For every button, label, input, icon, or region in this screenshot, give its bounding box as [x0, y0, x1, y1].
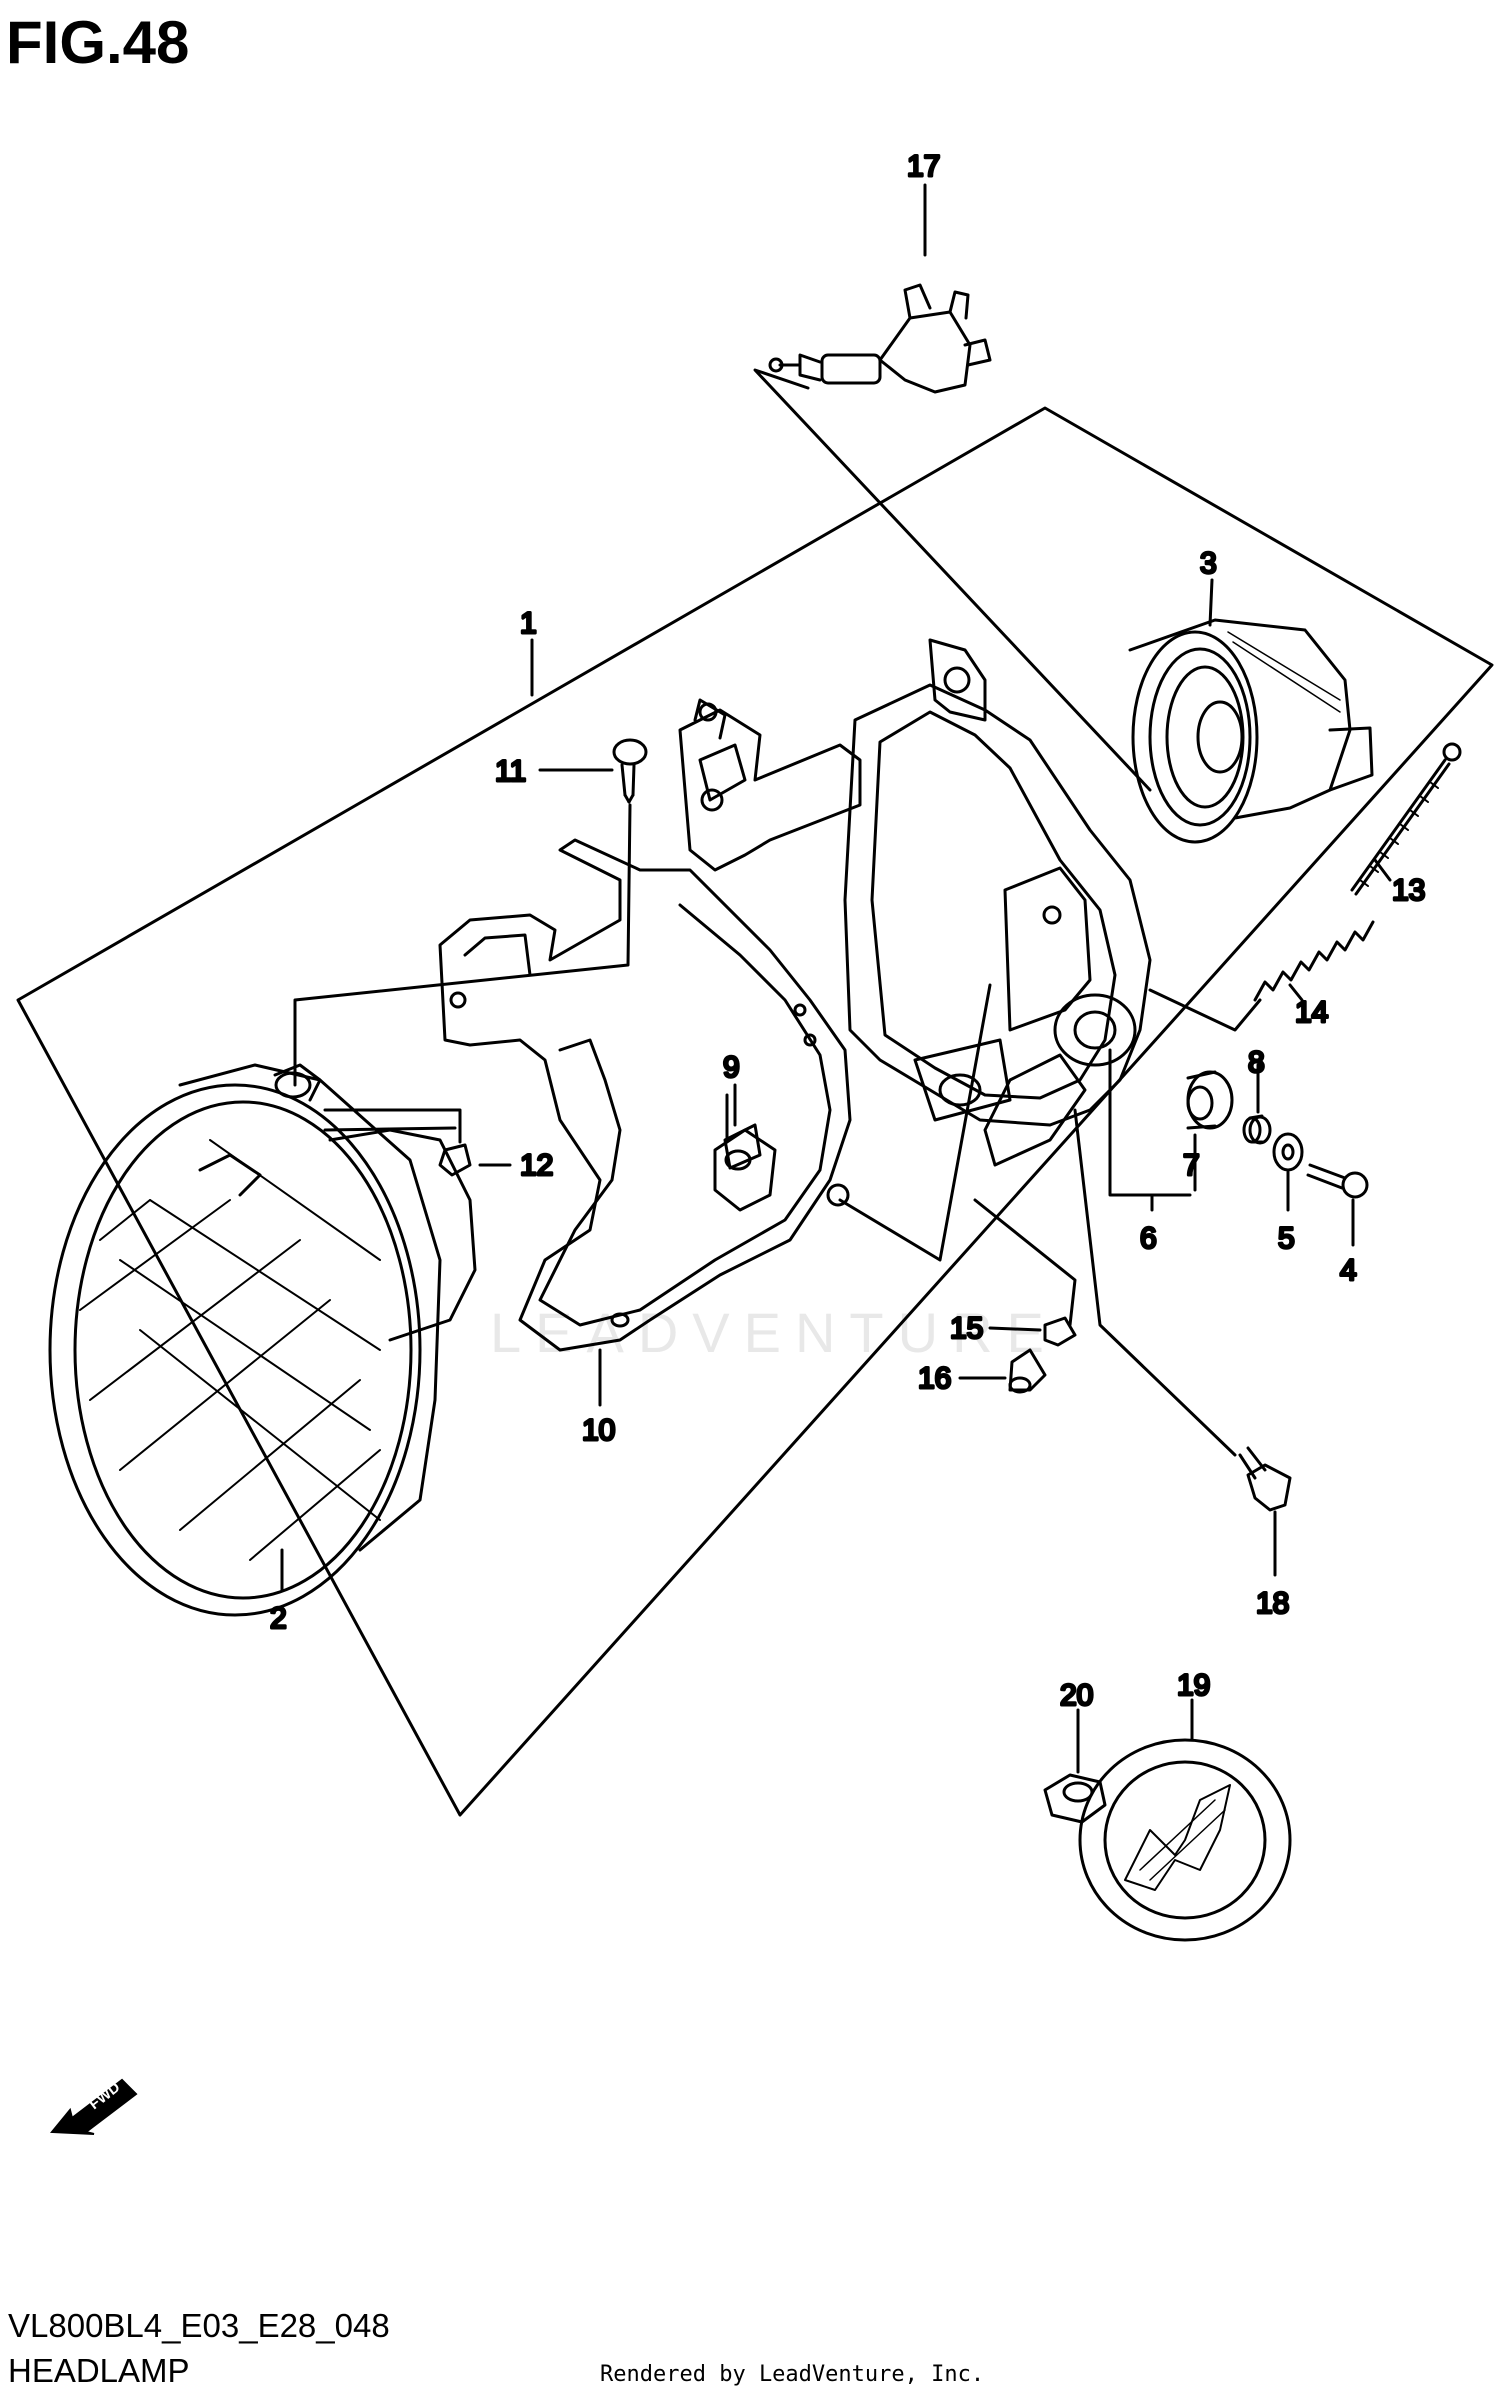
callout-5: 5 [1278, 1222, 1295, 1255]
headlamp-2-icon [48, 1063, 477, 1617]
callout-12: 12 [520, 1149, 553, 1182]
boot-3-icon [1128, 618, 1374, 844]
callout-20: 20 [1060, 1679, 1093, 1712]
callout-line-14 [1288, 983, 1304, 1002]
callout-17: 17 [907, 150, 940, 183]
figure-code: VL800BL4_E03_E28_048 [8, 2307, 390, 2344]
leader-nut12 [323, 1108, 462, 1144]
fwd-arrow-icon: FWD [50, 2079, 138, 2135]
grommet-15-icon [1043, 1316, 1077, 1347]
collar-16-icon [1008, 1348, 1047, 1394]
screw-18-icon [1238, 1446, 1292, 1512]
upper-bracket-icon [678, 698, 862, 872]
callout-4: 4 [1340, 1254, 1357, 1287]
assembly-outline [16, 406, 1494, 1817]
callout-11: 11 [495, 755, 526, 788]
callout-13: 13 [1392, 874, 1425, 907]
housing-bracket-icon [843, 638, 1152, 1167]
screw-11-icon [612, 738, 648, 804]
leader-bracket-right [838, 983, 992, 1262]
callout-10: 10 [582, 1414, 615, 1447]
callout-15: 15 [950, 1312, 983, 1345]
callout-8: 8 [1248, 1046, 1265, 1079]
callout-19: 19 [1177, 1669, 1210, 1702]
callout-9: 9 [723, 1051, 740, 1084]
clip-9-icon [723, 1093, 762, 1170]
callout-line-13 [1373, 858, 1392, 882]
leader-18 [1073, 1108, 1237, 1457]
callout-14: 14 [1295, 996, 1328, 1029]
collar-8-icon [1242, 1114, 1272, 1145]
rendered-by-credit: Rendered by LeadVenture, Inc. [600, 2362, 985, 2387]
callout-line-15 [988, 1326, 1042, 1332]
bushing-7-icon [1186, 1070, 1234, 1130]
leader-14 [1148, 988, 1262, 1032]
emblem-19-icon [1078, 1738, 1292, 1942]
spring-14-icon [1253, 920, 1375, 1002]
leader-15 [973, 1198, 1077, 1327]
callout-3: 3 [1200, 547, 1217, 580]
callout-18: 18 [1256, 1587, 1289, 1620]
bolt-4-icon [1306, 1163, 1369, 1199]
callout-1: 1 [520, 607, 537, 640]
screw-13-icon [1350, 742, 1462, 896]
nut-20-icon [1043, 1773, 1107, 1824]
figure-title: FIG.48 [6, 9, 190, 76]
nut-12-icon [438, 1143, 472, 1177]
bulb-17-icon [768, 283, 992, 394]
washer-5-icon [1272, 1132, 1304, 1172]
callout-6: 6 [1140, 1222, 1157, 1255]
leader-screw11 [293, 803, 632, 1087]
bracket-10-icon [438, 838, 852, 1352]
leader-6 [1108, 1048, 1192, 1197]
figure-caption: HEADLAMP [8, 2352, 190, 2389]
callout-line-3 [1208, 578, 1214, 627]
callout-2: 2 [270, 1602, 287, 1635]
watermark: LEADVENTURE [490, 1301, 1058, 1364]
callout-16: 16 [918, 1362, 951, 1395]
callout-7: 7 [1183, 1149, 1200, 1182]
leader-bulb [753, 368, 1152, 792]
leader-nut12-b [323, 1126, 457, 1132]
